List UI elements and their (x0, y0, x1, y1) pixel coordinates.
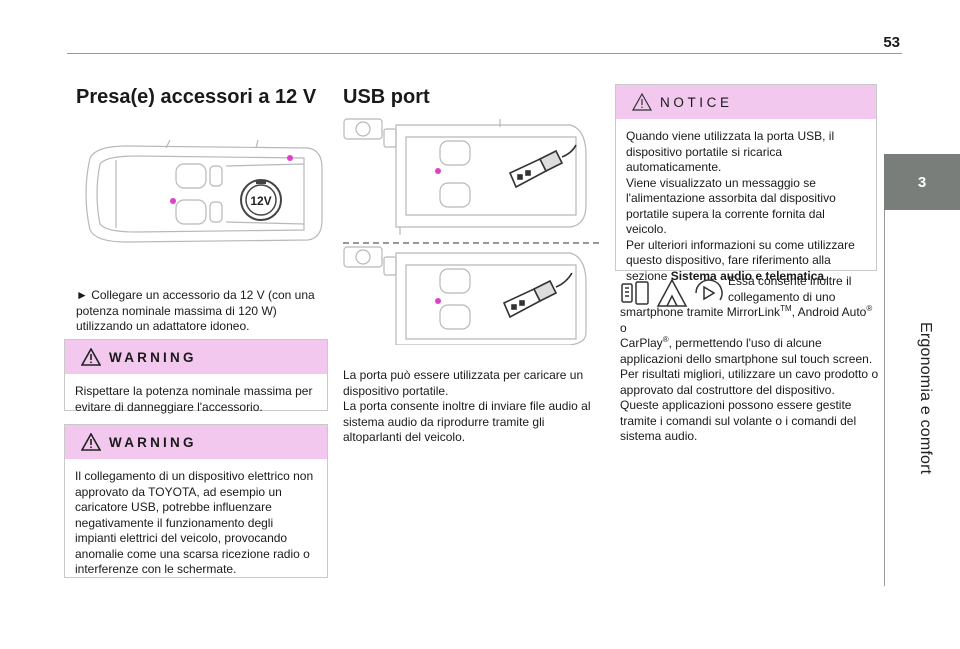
apps-usage-text: , permettendo l'uso di alcune (668, 336, 822, 350)
socket-marker-rear (287, 155, 293, 161)
usb-description: La porta può essere utilizzata per caric… (343, 368, 591, 444)
12v-badge: 12V (250, 194, 271, 208)
chapter-tab-number: 3 (917, 173, 927, 191)
apps-text: smartphone tramite MirrorLinkTM, Android… (620, 305, 880, 445)
notice-text: Quando viene utilizzata la porta USB, il… (616, 119, 876, 294)
warning-label-1: WARNING (109, 349, 197, 365)
warning-text-1: Rispettare la potenza nominale massima p… (75, 384, 313, 414)
notice-label: NOTICE (660, 94, 733, 110)
warning-box-1: WARNING Rispettare la potenza nominale m… (64, 339, 328, 414)
apps-line-1: Essa consente inoltre il (728, 274, 852, 288)
carplay-icon (695, 279, 723, 301)
title-12v: Presa(e) accessori a 12 V (76, 86, 317, 108)
chapter-tab-strip (884, 210, 960, 586)
android-auto-icon (656, 278, 688, 307)
chapter-tab[interactable]: 3 (884, 154, 960, 210)
reg-mark: ® (866, 304, 873, 313)
apps-mirrorlink-text: smartphone tramite MirrorLink (620, 305, 781, 319)
warning-triangle-icon (81, 348, 101, 366)
mirrorlink-icon (621, 281, 649, 305)
smartphone-app-icons (620, 278, 724, 308)
apps-line-4: CarPlay®, permettendo l'uso di alcune (620, 336, 880, 352)
warning-header-1: WARNING (65, 340, 327, 374)
chapter-title-text: Ergonomia e comfort (917, 321, 934, 475)
page-number: 53 (883, 34, 900, 51)
12v-socket-icon (240, 179, 282, 221)
warning-text-2: Il collegamento di un dispositivo elettr… (75, 469, 314, 576)
car-12v-illustration: 12V (85, 139, 323, 243)
notice-triangle-icon (632, 93, 652, 111)
socket-marker-front (170, 198, 176, 204)
apps-or-text: o (620, 320, 627, 335)
apps-rest-text: applicazioni dello smartphone sul touch … (620, 351, 879, 444)
tm-mark: TM (780, 304, 792, 313)
header-rule (67, 53, 902, 54)
apps-intro: Essa consente inoltre il collegamento di… (728, 274, 878, 305)
reg-mark: ® (662, 335, 669, 344)
warning-header-2: WARNING (65, 425, 327, 459)
usb-car-illustration (343, 118, 587, 345)
illustration-divider (343, 242, 599, 244)
warning-label-2: WARNING (109, 434, 197, 450)
notice-text-main: Quando viene utilizzata la porta USB, il… (626, 129, 855, 283)
notice-header: NOTICE (616, 85, 876, 119)
usb-marker-2 (435, 298, 441, 304)
usb-marker-1 (435, 168, 441, 174)
chapter-title: Ergonomia e comfort (905, 210, 945, 586)
apps-line-3: smartphone tramite MirrorLinkTM, Android… (620, 305, 880, 336)
warning-triangle-icon (81, 433, 101, 451)
instruction-12v: ► Collegare un accessorio da 12 V (con u… (76, 288, 315, 333)
apps-android-text: , Android Auto (791, 305, 867, 319)
notice-link-audio: Sistema audio e telematica (670, 268, 825, 283)
usb-plug-icon (508, 144, 577, 189)
notice-box: NOTICE Quando viene utilizzata la porta … (615, 84, 877, 283)
usb-plug-icon (502, 272, 573, 319)
warning-box-2: WARNING Il collegamento di un dispositiv… (64, 424, 328, 578)
apps-carplay-text: CarPlay (620, 336, 663, 350)
title-usb: USB port (343, 86, 430, 108)
apps-line-2: collegamento di uno (728, 289, 836, 304)
notice-text-end: . (824, 268, 828, 283)
